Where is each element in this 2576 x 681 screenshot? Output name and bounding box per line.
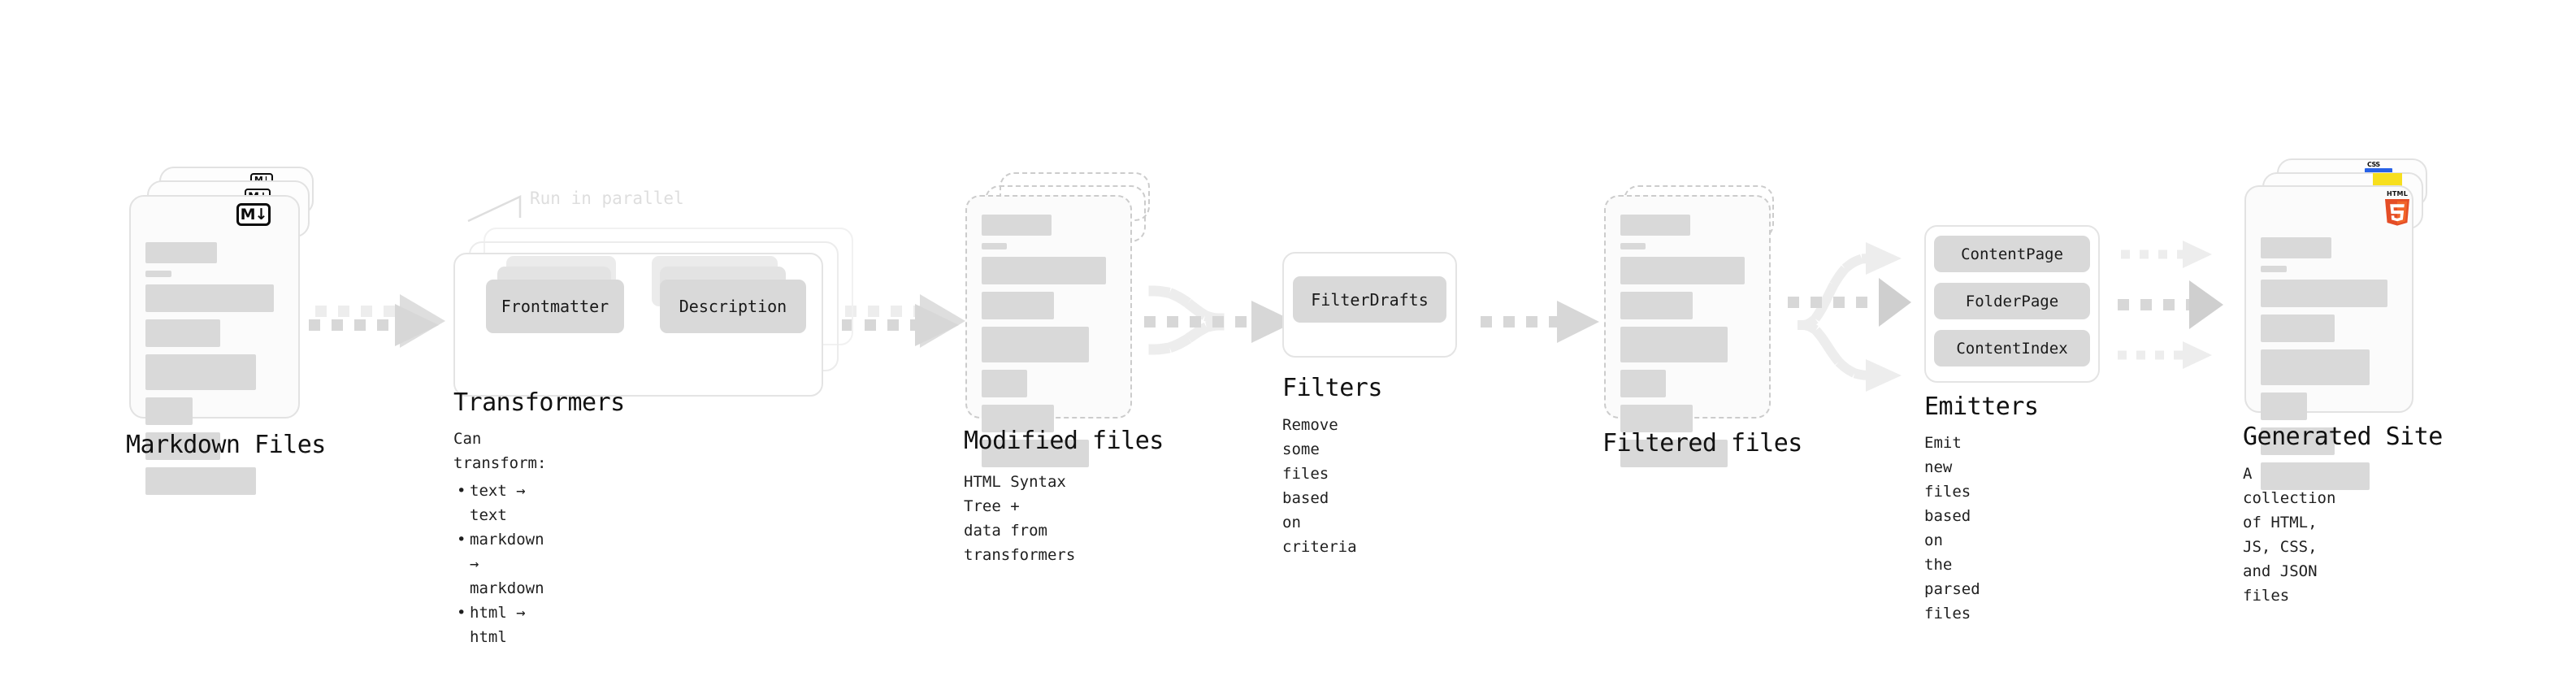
emitter-chip-contentpage[interactable]: ContentPage <box>1934 236 2090 272</box>
filtered-card-front <box>1604 195 1771 467</box>
skeleton-bar <box>1620 327 1728 362</box>
transformers-bullets-lead: Can transform: <box>453 430 547 472</box>
skeleton-bar <box>982 243 1008 249</box>
skeleton-bar <box>145 354 256 390</box>
modified-card-front <box>965 195 1132 467</box>
stage-title-filtered-files: Filtered files <box>1602 429 1802 458</box>
transformer-chip-description[interactable]: Description <box>660 280 806 333</box>
filter-chip-filterdrafts[interactable]: FilterDrafts <box>1293 276 1446 323</box>
arrow-filters-to-filtered <box>1481 301 1599 343</box>
html5-shield-icon: HTML <box>2385 190 2409 226</box>
arrow-emitters-to-site <box>2118 241 2223 369</box>
arrow-filtered-to-emitters <box>1788 242 1911 392</box>
skeleton-bar <box>2261 349 2370 385</box>
skeleton-bar <box>982 292 1055 319</box>
skeleton-bar <box>2261 266 2287 272</box>
skeleton-bar <box>2261 427 2335 455</box>
filtered-skeleton <box>1620 215 1754 467</box>
arrow-markdown-to-transformers <box>309 294 445 348</box>
skeleton-bar <box>982 405 1055 432</box>
skeleton-bar <box>2261 237 2332 258</box>
markdown-badge-text: M↓ <box>240 205 268 223</box>
stage-subtitle-generated-site: A collection of HTML, JS, CSS, and JSON … <box>2243 465 2336 605</box>
stage-subtitle-modified-files: HTML Syntax Tree + data from transformer… <box>964 473 1076 564</box>
skeleton-bar <box>982 257 1107 284</box>
html5-badge: HTML <box>2381 189 2413 226</box>
skeleton-bar <box>1620 292 1693 319</box>
transformers-bullet-item: html → html <box>457 601 546 649</box>
markdown-badge-text: M↓ <box>254 176 270 184</box>
css-badge-label: CSS <box>2367 161 2380 168</box>
stage-title-generated-site: Generated Site <box>2243 423 2443 451</box>
transformers-bullets: Can transform: text → text markdown → ma… <box>453 427 546 649</box>
skeleton-bar <box>145 271 172 277</box>
stage-title-transformers: Transformers <box>453 388 625 417</box>
skeleton-bar <box>2261 314 2335 342</box>
skeleton-bar <box>1620 257 1746 284</box>
stage-title-modified-files: Modified files <box>964 427 1164 455</box>
stage-title-emitters: Emitters <box>1924 393 2039 421</box>
stage-title-markdown-files: Markdown Files <box>126 431 326 459</box>
site-card-front <box>2244 185 2413 490</box>
skeleton-bar <box>1620 215 1690 236</box>
markdown-skeleton <box>145 242 284 495</box>
arrow-transformers-to-modified <box>842 294 965 348</box>
skeleton-bar <box>145 467 256 495</box>
skeleton-bar <box>145 432 220 460</box>
markdown-card-front <box>129 195 300 495</box>
run-in-parallel-leader <box>467 195 522 223</box>
skeleton-bar <box>145 284 275 312</box>
skeleton-bar <box>2261 393 2308 420</box>
svg-text:HTML: HTML <box>2387 190 2408 197</box>
stage-title-filters: Filters <box>1282 374 1382 402</box>
skeleton-bar <box>2261 462 2370 490</box>
run-in-parallel-label: Run in parallel <box>530 189 684 208</box>
skeleton-bar <box>1620 440 1728 467</box>
skeleton-bar <box>145 319 220 347</box>
skeleton-bar <box>982 370 1028 397</box>
site-skeleton <box>2261 237 2397 490</box>
skeleton-bar <box>1620 243 1646 249</box>
skeleton-bar <box>982 327 1089 362</box>
modified-skeleton <box>982 215 1116 467</box>
emitter-chip-folderpage[interactable]: FolderPage <box>1934 283 2090 319</box>
stage-subtitle-emitters: Emit new files based on the parsed files <box>1924 434 1980 622</box>
skeleton-bar <box>1620 370 1667 397</box>
skeleton-bar <box>145 242 218 263</box>
css-badge: CSS <box>2365 161 2392 176</box>
skeleton-bar <box>982 215 1052 236</box>
arrow-modified-to-filters <box>1144 285 1295 355</box>
stage-subtitle-filters: Remove some files based on criteria <box>1282 416 1357 556</box>
skeleton-bar <box>2261 280 2388 307</box>
transformers-bullet-item: markdown → markdown <box>457 527 546 601</box>
skeleton-bar <box>1620 405 1693 432</box>
transformer-chip-frontmatter[interactable]: Frontmatter <box>486 280 624 333</box>
emitter-chip-contentindex[interactable]: ContentIndex <box>1934 330 2090 367</box>
skeleton-bar <box>145 397 193 425</box>
skeleton-bar <box>982 440 1089 467</box>
markdown-badge: M↓ <box>236 203 271 226</box>
transformers-bullet-item: text → text <box>457 479 546 527</box>
